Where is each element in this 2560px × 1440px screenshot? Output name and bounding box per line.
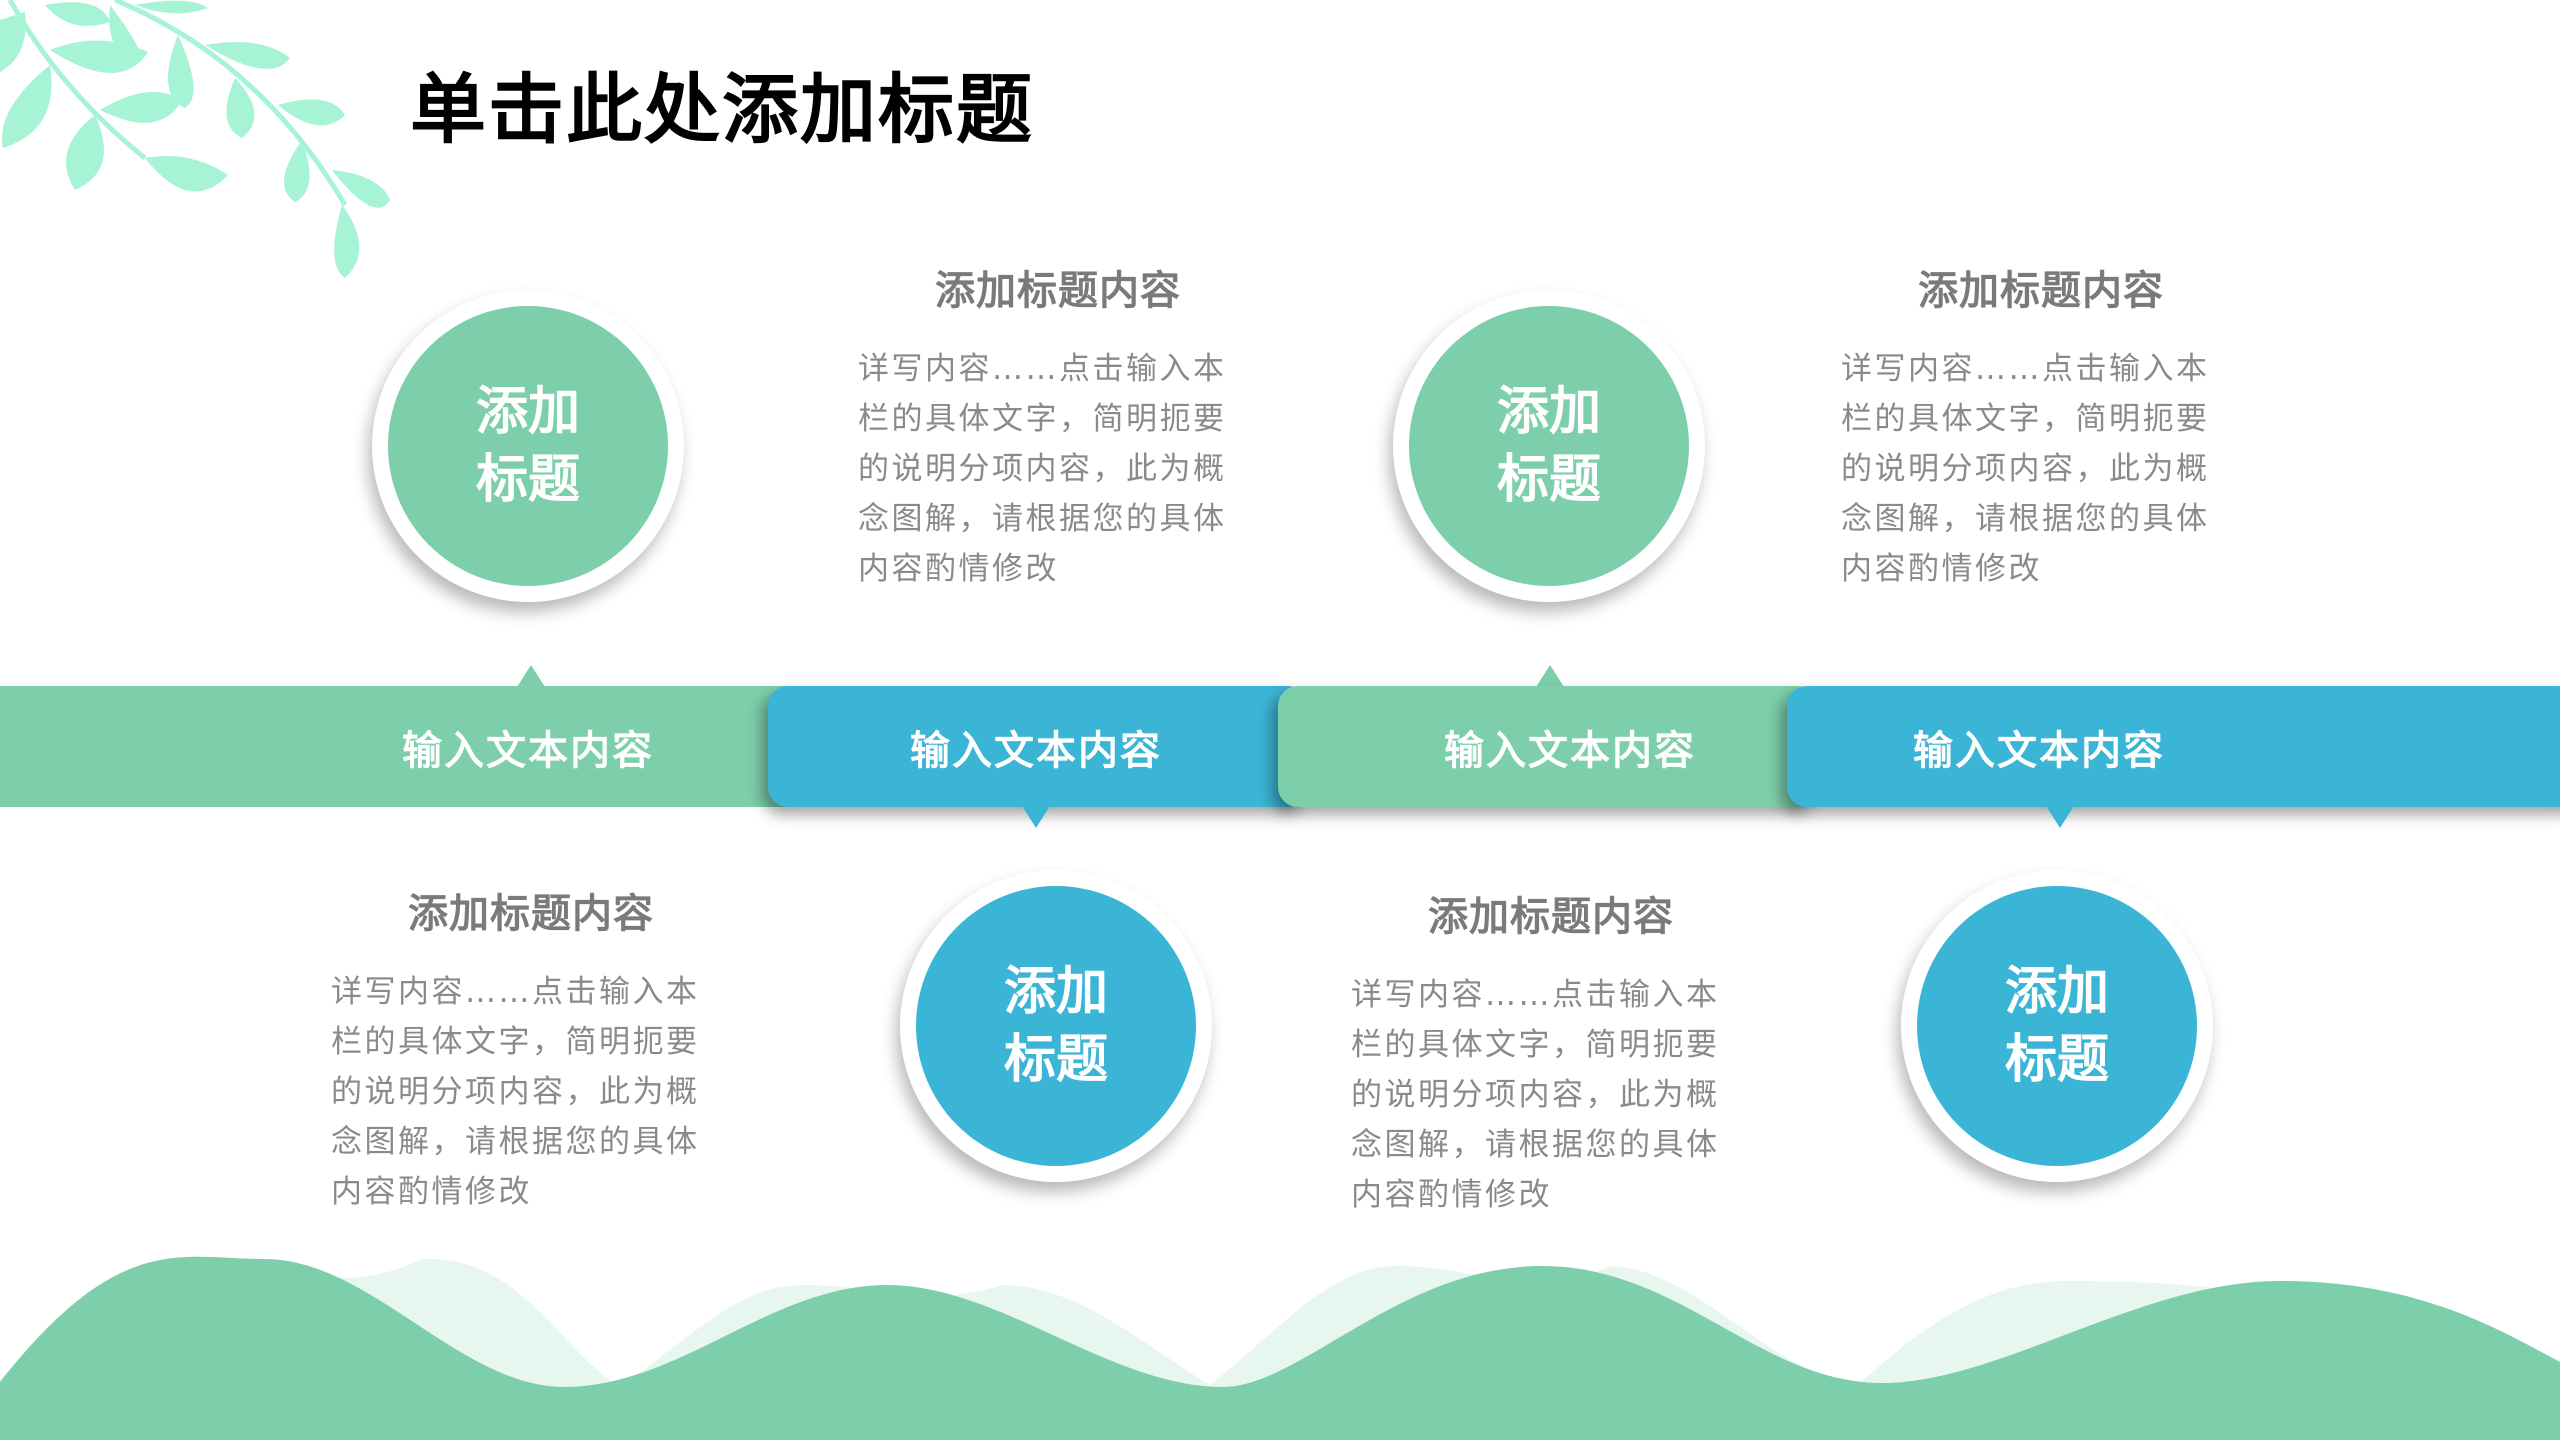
band-segment-2-label: 输入文本内容 bbox=[910, 727, 1162, 774]
circle-badge-2-line1: 添加 bbox=[1496, 382, 1601, 442]
band-segment-4-label: 输入文本内容 bbox=[1913, 727, 2165, 774]
circle-badge-2[interactable]: 添加 标题 bbox=[1393, 290, 1705, 602]
pointer-down-4-icon bbox=[2046, 806, 2074, 828]
block-heading[interactable]: 添加标题内容 bbox=[408, 891, 654, 937]
pointer-down-2-icon bbox=[1022, 806, 1050, 828]
circle-badge-4-inner: 添加 标题 bbox=[1917, 886, 2197, 1166]
text-block-4: 添加标题内容 详写内容……点击输入本栏的具体文字，简明扼要的说明分项内容，此为概… bbox=[1351, 892, 1751, 1220]
pointer-up-1-icon bbox=[517, 665, 545, 687]
band-segment-3[interactable]: 输入文本内容 bbox=[1278, 686, 1818, 807]
circle-badge-1-line1: 添加 bbox=[475, 382, 580, 442]
block-body[interactable]: 详写内容……点击输入本栏的具体文字，简明扼要的说明分项内容，此为概念图解，请根据… bbox=[1841, 351, 2210, 587]
block-heading[interactable]: 添加标题内容 bbox=[1918, 268, 2164, 314]
text-block-3: 添加标题内容 详写内容……点击输入本栏的具体文字，简明扼要的说明分项内容，此为概… bbox=[331, 889, 731, 1217]
circle-badge-3-line2: 标题 bbox=[1003, 1030, 1108, 1090]
hill-wave-icon bbox=[0, 1256, 2560, 1440]
circle-badge-3-line1: 添加 bbox=[1003, 962, 1108, 1022]
band-segment-4[interactable]: 输入文本内容 bbox=[1787, 686, 2560, 828]
band-segment-2[interactable]: 输入文本内容 bbox=[768, 686, 1308, 828]
block-body[interactable]: 详写内容……点击输入本栏的具体文字，简明扼要的说明分项内容，此为概念图解，请根据… bbox=[331, 974, 700, 1210]
block-body[interactable]: 详写内容……点击输入本栏的具体文字，简明扼要的说明分项内容，此为概念图解，请根据… bbox=[1351, 977, 1720, 1213]
circle-badge-1[interactable]: 添加 标题 bbox=[372, 290, 684, 602]
circle-badge-1-line2: 标题 bbox=[475, 450, 580, 510]
block-heading[interactable]: 添加标题内容 bbox=[935, 268, 1181, 314]
slide-title[interactable]: 单击此处添加标题 bbox=[410, 65, 1034, 154]
text-block-1: 添加标题内容 详写内容……点击输入本栏的具体文字，简明扼要的说明分项内容，此为概… bbox=[858, 266, 1258, 594]
circle-badge-4-line1: 添加 bbox=[2004, 962, 2109, 1022]
band-segment-1-label: 输入文本内容 bbox=[402, 727, 654, 774]
block-heading[interactable]: 添加标题内容 bbox=[1428, 894, 1674, 940]
circle-badge-4-line2: 标题 bbox=[2004, 1030, 2109, 1090]
timeline-band: 输入文本内容 输入文本内容 输入文本内容 输入文本内容 bbox=[0, 665, 2560, 828]
circle-badge-2-line2: 标题 bbox=[1496, 450, 1601, 510]
circle-badge-3[interactable]: 添加 标题 bbox=[900, 870, 1212, 1182]
text-block-2: 添加标题内容 详写内容……点击输入本栏的具体文字，简明扼要的说明分项内容，此为概… bbox=[1841, 266, 2241, 594]
block-body[interactable]: 详写内容……点击输入本栏的具体文字，简明扼要的说明分项内容，此为概念图解，请根据… bbox=[858, 351, 1227, 587]
band-segment-3-label: 输入文本内容 bbox=[1444, 727, 1696, 774]
circle-badge-1-inner: 添加 标题 bbox=[388, 306, 668, 586]
circle-badge-4[interactable]: 添加 标题 bbox=[1901, 870, 2213, 1182]
band-segment-1[interactable]: 输入文本内容 bbox=[0, 686, 790, 807]
pointer-up-3-icon bbox=[1536, 665, 1564, 687]
leaf-branch-icon bbox=[0, 0, 390, 278]
circle-badge-3-inner: 添加 标题 bbox=[916, 886, 1196, 1166]
circle-badge-2-inner: 添加 标题 bbox=[1409, 306, 1689, 586]
